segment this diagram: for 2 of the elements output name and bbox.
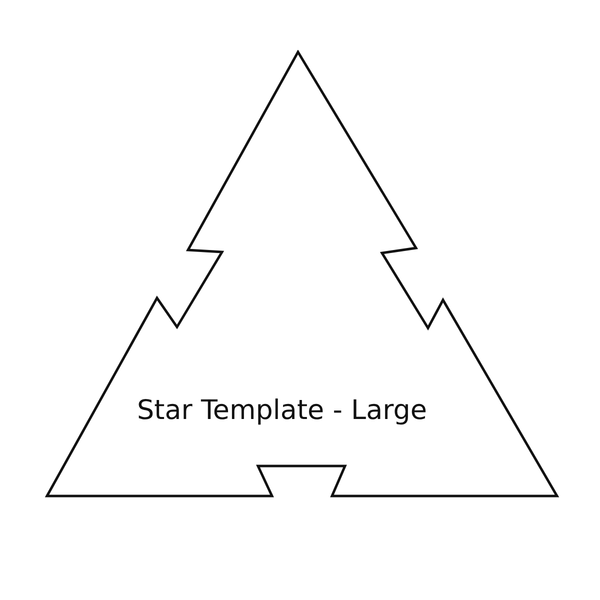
template-title: Star Template - Large <box>137 395 428 426</box>
star-point-shape <box>45 50 560 500</box>
